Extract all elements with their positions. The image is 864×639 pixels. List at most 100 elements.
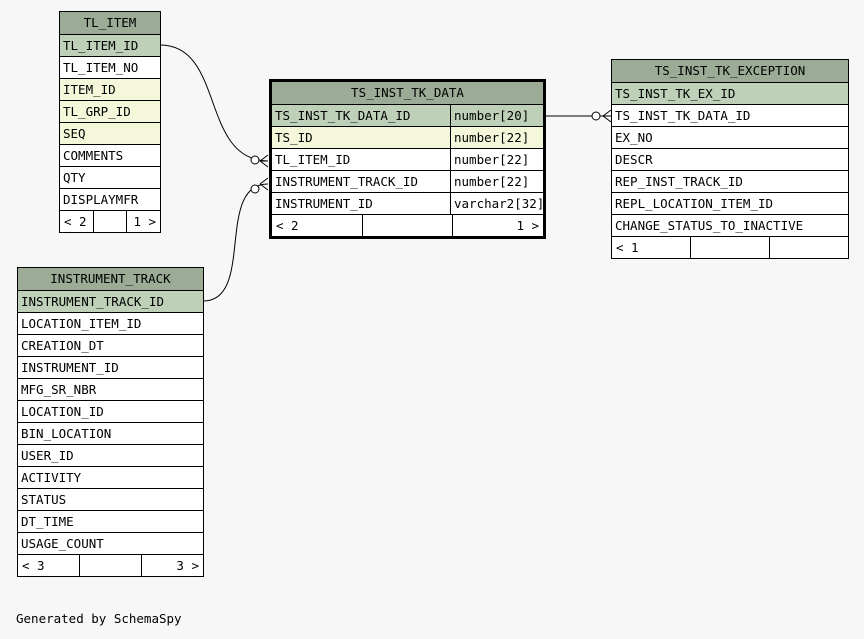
crow-foot-instrument-track: [259, 177, 269, 191]
column-row[interactable]: INSTRUMENT_ID: [18, 357, 203, 379]
column-name: TL_GRP_ID: [63, 104, 131, 119]
column-name: TS_INST_TK_DATA_ID: [615, 108, 751, 123]
column-row[interactable]: SEQ: [60, 123, 160, 145]
column-name: ACTIVITY: [21, 470, 82, 485]
column-row[interactable]: DISPLAYMFR: [60, 189, 160, 211]
column-name: COMMENTS: [63, 148, 124, 163]
column-type: number[22]: [450, 149, 543, 170]
table-footer: < 3 3 >: [18, 555, 203, 576]
parents-count[interactable]: < 1: [616, 240, 639, 255]
column-name: TL_ITEM_ID: [63, 38, 139, 53]
column-name: INSTRUMENT_TRACK_ID: [21, 294, 164, 309]
column-row[interactable]: BIN_LOCATION: [18, 423, 203, 445]
footer-spacer: [690, 237, 769, 258]
column-name: INSTRUMENT_ID: [21, 360, 119, 375]
table-title[interactable]: TL_ITEM: [60, 12, 160, 35]
column-row[interactable]: TS_INST_TK_EX_ID: [612, 83, 848, 105]
table-title[interactable]: TS_INST_TK_DATA: [272, 82, 543, 105]
column-row[interactable]: LOCATION_ID: [18, 401, 203, 423]
column-name: LOCATION_ITEM_ID: [21, 316, 142, 331]
column-row[interactable]: LOCATION_ITEM_ID: [18, 313, 203, 335]
column-row[interactable]: INSTRUMENT_TRACK_ID number[22]: [272, 171, 543, 193]
column-row[interactable]: TS_INST_TK_DATA_ID: [612, 105, 848, 127]
table-footer: < 2 1 >: [60, 211, 160, 232]
footer-spacer: [79, 555, 141, 576]
column-name: STATUS: [21, 492, 67, 507]
table-tl-item[interactable]: TL_ITEM TL_ITEM_ID TL_ITEM_NO ITEM_ID TL_GR…: [59, 11, 161, 233]
parents-count[interactable]: < 2: [276, 218, 299, 233]
column-name: QTY: [63, 170, 86, 185]
column-row[interactable]: TL_ITEM_ID: [60, 35, 160, 57]
column-type: number[20]: [450, 105, 543, 126]
column-name: DT_TIME: [21, 514, 74, 529]
parents-count[interactable]: < 3: [22, 558, 45, 573]
children-count[interactable]: [769, 237, 848, 258]
column-row[interactable]: TL_ITEM_NO: [60, 57, 160, 79]
column-name: REP_INST_TRACK_ID: [615, 174, 743, 189]
column-row[interactable]: ITEM_ID: [60, 79, 160, 101]
column-row[interactable]: QTY: [60, 167, 160, 189]
column-row[interactable]: REP_INST_TRACK_ID: [612, 171, 848, 193]
column-row[interactable]: INSTRUMENT_TRACK_ID: [18, 291, 203, 313]
optional-marker-tl-item: [250, 155, 260, 165]
column-row[interactable]: ACTIVITY: [18, 467, 203, 489]
column-name: INSTRUMENT_TRACK_ID: [275, 174, 418, 189]
column-name: BIN_LOCATION: [21, 426, 112, 441]
relationship-instrument-track: [202, 183, 269, 302]
column-row[interactable]: USAGE_COUNT: [18, 533, 203, 555]
column-name: DISPLAYMFR: [63, 192, 139, 207]
column-name: INSTRUMENT_ID: [275, 196, 373, 211]
column-row[interactable]: EX_NO: [612, 127, 848, 149]
column-row[interactable]: REPL_LOCATION_ITEM_ID: [612, 193, 848, 215]
column-row[interactable]: TS_ID number[22]: [272, 127, 543, 149]
generated-by-credit: Generated by SchemaSpy: [16, 611, 182, 626]
column-name: REPL_LOCATION_ITEM_ID: [615, 196, 774, 211]
relationship-tl-item: [159, 44, 269, 162]
table-title[interactable]: TS_INST_TK_EXCEPTION: [612, 60, 848, 83]
column-row[interactable]: STATUS: [18, 489, 203, 511]
column-row[interactable]: TS_INST_TK_DATA_ID number[20]: [272, 105, 543, 127]
column-row[interactable]: TL_GRP_ID: [60, 101, 160, 123]
crow-foot-tl-item: [259, 154, 269, 168]
optional-marker-exception: [591, 111, 601, 121]
column-name: TS_INST_TK_DATA_ID: [275, 108, 411, 123]
children-count[interactable]: 1 >: [452, 215, 543, 236]
column-type: varchar2[32]: [450, 193, 543, 214]
column-name: SEQ: [63, 126, 86, 141]
column-row[interactable]: TL_ITEM_ID number[22]: [272, 149, 543, 171]
column-row[interactable]: MFG_SR_NBR: [18, 379, 203, 401]
column-row[interactable]: CREATION_DT: [18, 335, 203, 357]
column-type: number[22]: [450, 127, 543, 148]
column-row[interactable]: USER_ID: [18, 445, 203, 467]
column-name: CREATION_DT: [21, 338, 104, 353]
column-name: USAGE_COUNT: [21, 536, 104, 551]
table-instrument-track[interactable]: INSTRUMENT_TRACK INSTRUMENT_TRACK_ID LOCA…: [17, 267, 204, 577]
column-name: EX_NO: [615, 130, 653, 145]
table-title[interactable]: INSTRUMENT_TRACK: [18, 268, 203, 291]
column-name: TS_ID: [275, 130, 313, 145]
column-row[interactable]: CHANGE_STATUS_TO_INACTIVE: [612, 215, 848, 237]
table-ts-inst-tk-exception[interactable]: TS_INST_TK_EXCEPTION TS_INST_TK_EX_ID TS_…: [611, 59, 849, 259]
parents-count[interactable]: < 2: [64, 214, 87, 229]
column-name: TL_ITEM_NO: [63, 60, 139, 75]
column-name: TL_ITEM_ID: [275, 152, 351, 167]
children-count[interactable]: 1 >: [126, 211, 160, 232]
children-count[interactable]: 3 >: [141, 555, 203, 576]
table-footer: < 1: [612, 237, 848, 258]
column-name: USER_ID: [21, 448, 74, 463]
column-row[interactable]: DT_TIME: [18, 511, 203, 533]
column-name: LOCATION_ID: [21, 404, 104, 419]
optional-marker-instrument-track: [250, 184, 260, 194]
footer-spacer: [361, 215, 453, 236]
footer-spacer: [92, 211, 127, 232]
column-row[interactable]: DESCR: [612, 149, 848, 171]
column-name: MFG_SR_NBR: [21, 382, 97, 397]
column-name: TS_INST_TK_EX_ID: [615, 86, 736, 101]
column-type: number[22]: [450, 171, 543, 192]
column-row[interactable]: COMMENTS: [60, 145, 160, 167]
table-footer: < 2 1 >: [272, 215, 543, 236]
column-name: CHANGE_STATUS_TO_INACTIVE: [615, 218, 804, 233]
column-row[interactable]: INSTRUMENT_ID varchar2[32]: [272, 193, 543, 215]
